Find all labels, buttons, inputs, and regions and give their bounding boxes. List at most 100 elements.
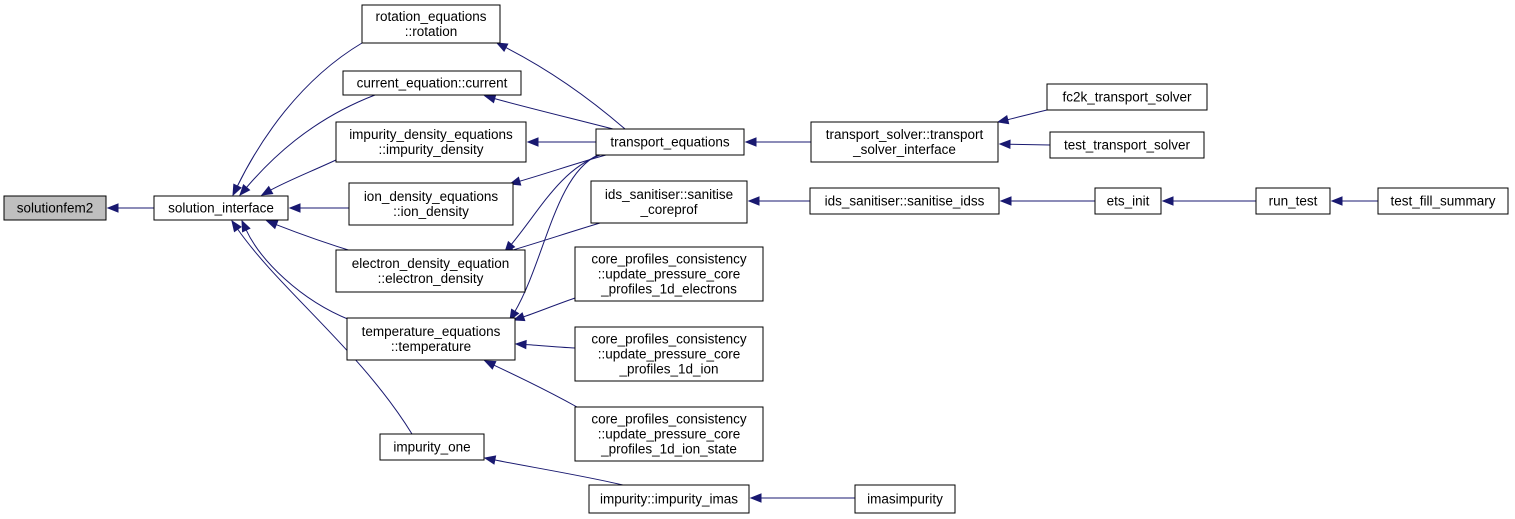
edge-line (492, 364, 578, 408)
node-electron_density[interactable]: electron_density_equation::electron_dens… (335, 249, 526, 293)
node-box (1094, 187, 1162, 215)
node-imasimpurity[interactable]: imasimpurity (854, 484, 956, 514)
arrowhead-icon (996, 114, 1010, 125)
node-label: electron_density_equation (352, 256, 510, 271)
edge-test_transport_solver-to-transport_solver_interface (998, 139, 1051, 149)
edge-sanitise_idss-to-sanitise_coreprof (747, 196, 810, 206)
node-upd_ion[interactable]: core_profiles_consistency::update_pressu… (574, 326, 764, 382)
node-upd_ion_state[interactable]: core_profiles_consistency::update_pressu… (574, 406, 764, 462)
node-label: _profiles_1d_electrons (600, 282, 737, 297)
node-run_test[interactable]: run_test (1255, 187, 1331, 215)
edge-imasimpurity-to-impurity_imas (749, 493, 855, 503)
node-box (348, 182, 514, 226)
node-box (1255, 187, 1331, 215)
node-box (1049, 131, 1205, 159)
node-label: core_profiles_consistency (591, 252, 747, 267)
node-box (574, 246, 764, 302)
edge-line (236, 228, 413, 435)
node-current[interactable]: current_equation::current (342, 70, 522, 96)
edge-fc2k_transport_solver-to-transport_solver_interface (996, 109, 1048, 125)
edge-line (493, 97, 614, 130)
node-box (361, 4, 501, 44)
node-transport_solver_interface[interactable]: transport_solver::transport_solver_inter… (810, 121, 999, 163)
node-box (854, 484, 956, 514)
node-label: ets_init (1107, 194, 1150, 209)
node-label: impurity_one (393, 440, 470, 455)
arrowhead-icon (512, 312, 526, 322)
node-label: ids_sanitiser::sanitise (605, 187, 733, 202)
node-impurity_density[interactable]: impurity_density_equations::impurity_den… (335, 121, 527, 163)
node-label: _profiles_1d_ion (618, 362, 718, 377)
node-label: ::update_pressure_core (598, 267, 741, 282)
node-box (346, 317, 516, 361)
node-label: transport_solver::transport (826, 127, 984, 142)
node-solutionfem2[interactable]: solutionfem2 (3, 195, 107, 221)
edge-test_fill_summary-to-run_test (1330, 196, 1378, 206)
node-sanitise_idss[interactable]: ids_sanitiser::sanitise_idss (809, 187, 1000, 215)
node-ets_init[interactable]: ets_init (1094, 187, 1162, 215)
node-label: ::ion_density (393, 204, 469, 219)
edge-transport_equations-to-rotation (495, 42, 626, 130)
edge-electron_density-to-solution_interface (265, 220, 359, 254)
arrowhead-icon (998, 139, 1011, 149)
node-test_transport_solver[interactable]: test_transport_solver (1049, 131, 1205, 159)
node-fc2k_transport_solver[interactable]: fc2k_transport_solver (1046, 83, 1208, 111)
node-ion_density[interactable]: ion_density_equations::ion_density (348, 182, 514, 226)
node-rotation[interactable]: rotation_equations::rotation (361, 4, 501, 44)
graph-nodes: solutionfem2 solution_interface rotation_e… (3, 4, 1509, 514)
edge-ets_init-to-sanitise_idss (999, 196, 1095, 206)
edge-line (510, 154, 601, 246)
arrowhead-icon (495, 42, 509, 53)
node-test_fill_summary[interactable]: test_fill_summary (1377, 187, 1509, 215)
edge-line (245, 228, 351, 321)
node-box (342, 70, 522, 96)
arrowhead-icon (744, 137, 757, 147)
node-label: impurity_density_equations (349, 127, 513, 142)
node-box (335, 121, 527, 163)
node-box (1046, 83, 1208, 111)
node-box (1377, 187, 1509, 215)
node-label: fc2k_transport_solver (1062, 90, 1192, 105)
node-box (379, 433, 485, 461)
edge-line (493, 459, 624, 486)
node-sanitise_coreprof[interactable]: ids_sanitiser::sanitise_coreprof (590, 180, 748, 224)
arrowhead-icon (483, 94, 497, 104)
node-label: impurity::impurity_imas (600, 492, 738, 507)
edge-line (236, 42, 363, 188)
node-transport_equations[interactable]: transport_equations (595, 128, 745, 156)
arrowhead-icon (260, 185, 274, 196)
arrowhead-icon (526, 137, 539, 147)
node-impurity_one[interactable]: impurity_one (379, 433, 485, 461)
node-upd_electrons[interactable]: core_profiles_consistency::update_pressu… (574, 246, 764, 302)
node-solution_interface[interactable]: solution_interface (153, 195, 289, 221)
node-label: solution_interface (168, 201, 274, 216)
arrowhead-icon (1330, 196, 1343, 206)
edge-upd_ion-to-temperature (514, 339, 576, 350)
node-box (595, 128, 745, 156)
edge-solution_interface-to-solutionfem2 (106, 203, 154, 213)
node-box (153, 195, 289, 221)
arrowhead-icon (232, 183, 242, 197)
edge-line (522, 297, 576, 318)
node-label: ::update_pressure_core (598, 427, 741, 442)
node-label: run_test (1269, 194, 1318, 209)
arrowhead-icon (106, 203, 119, 213)
node-box (3, 195, 107, 221)
node-temperature[interactable]: temperature_equations::temperature (346, 317, 516, 361)
edge-line (1008, 143, 1051, 146)
node-box (335, 249, 526, 293)
arrowhead-icon (288, 203, 301, 213)
node-impurity_imas[interactable]: impurity::impurity_imas (588, 484, 750, 514)
edge-line (275, 223, 359, 254)
node-label: temperature_equations (362, 324, 501, 339)
edge-line (511, 222, 601, 251)
node-label: ::temperature (391, 339, 471, 354)
edge-upd_electrons-to-temperature (512, 297, 576, 322)
edge-line (269, 159, 337, 192)
node-box (574, 406, 764, 462)
node-label: _profiles_1d_ion_state (600, 442, 737, 457)
node-label: core_profiles_consistency (591, 412, 747, 427)
edge-upd_ion_state-to-temperature (483, 360, 578, 408)
arrowhead-icon (747, 196, 760, 206)
node-label: test_transport_solver (1064, 138, 1191, 153)
